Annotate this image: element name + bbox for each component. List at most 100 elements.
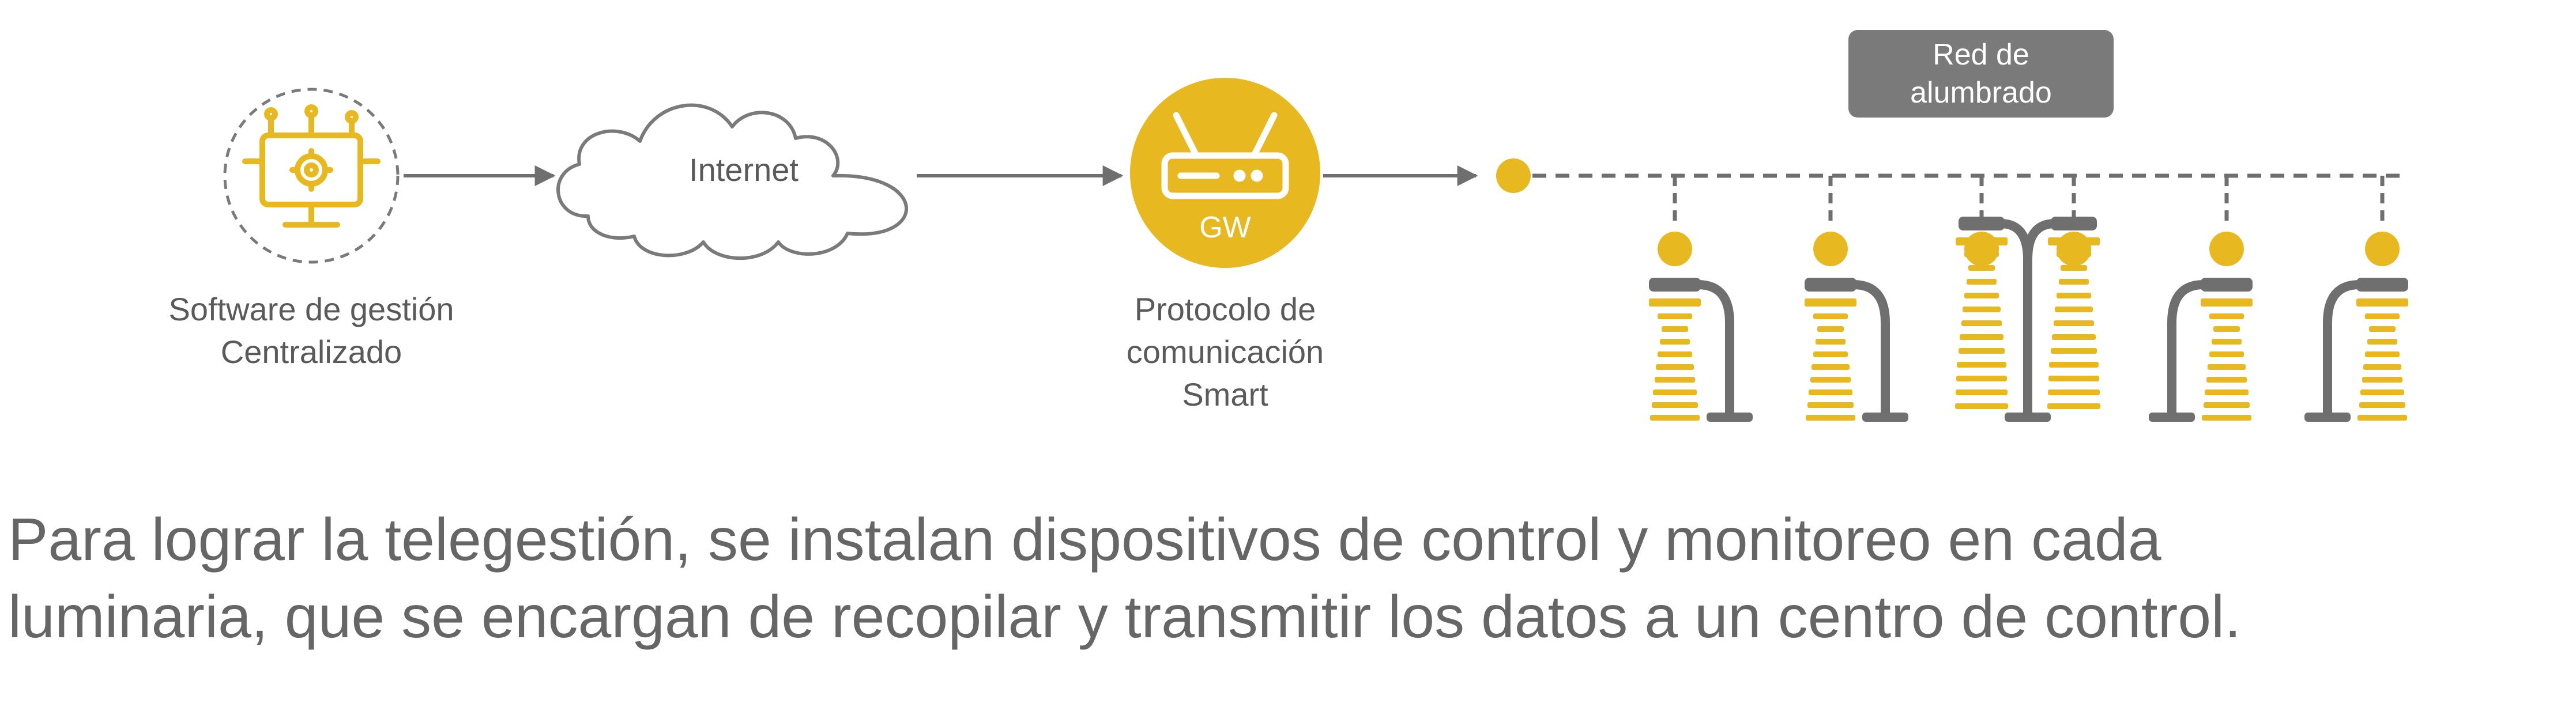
gateway-label: Protocolo de comunicación Smart bbox=[1067, 288, 1384, 416]
caption-line2: luminaria, que se encargan de recopilar … bbox=[8, 584, 2242, 651]
lamp-pole bbox=[1849, 280, 1890, 421]
lamp-light-beam bbox=[1806, 415, 1855, 421]
lamp-head bbox=[1805, 278, 1856, 292]
lamp-light-beam bbox=[2048, 376, 2099, 381]
lamp-light-beam bbox=[2357, 415, 2407, 421]
lamp-light-beam bbox=[1817, 326, 1844, 332]
caption-line1: Para lograr la telegestión, se instalan … bbox=[8, 506, 2161, 573]
lamp-base bbox=[1707, 413, 1753, 422]
gateway-label-line3: Smart bbox=[1182, 376, 1268, 413]
lamp-sensor-dot bbox=[2057, 232, 2091, 266]
lamp-light-beam bbox=[1656, 364, 1694, 370]
lamp-light-beam bbox=[1655, 377, 1695, 383]
lamp-light-beam bbox=[2209, 313, 2244, 319]
street-lamps bbox=[1649, 176, 2408, 422]
lamp-light-beam bbox=[2209, 351, 2244, 357]
router-icon bbox=[1161, 112, 1289, 199]
lamp-light-beam bbox=[1810, 377, 1851, 383]
lamp-light-beam bbox=[2363, 364, 2401, 370]
software-node-dashed-ring bbox=[223, 88, 400, 264]
lamp-pole bbox=[2167, 280, 2208, 421]
lamp-light-beam bbox=[2054, 320, 2094, 326]
gateway-badge-label: GW bbox=[1199, 211, 1251, 244]
lamp-light-beam bbox=[1959, 348, 2005, 354]
lamp-light-beam bbox=[2052, 334, 2096, 340]
lamp-light-beam bbox=[1805, 298, 1856, 307]
lamp-light-beam bbox=[1956, 237, 2008, 245]
lamp-light-beam bbox=[1967, 279, 1997, 285]
lamp-light-beam bbox=[1963, 307, 2001, 312]
lamp-light-beam bbox=[1957, 362, 2006, 368]
lamp-base bbox=[1862, 413, 1908, 422]
internet-label: Internet bbox=[689, 152, 799, 188]
lamp-light-beam bbox=[2367, 339, 2397, 345]
lamp-light-beam bbox=[2204, 402, 2250, 408]
lamp-light-beam bbox=[2201, 298, 2253, 307]
lamp-light-beam bbox=[2369, 326, 2396, 332]
lamp-light-beam bbox=[1653, 389, 1697, 395]
software-node bbox=[223, 88, 400, 264]
gateway-circle bbox=[1130, 78, 1320, 268]
lamp-sensor-dot bbox=[1813, 232, 1848, 266]
lamp-light-beam bbox=[1662, 326, 1688, 332]
lamp-light-beam bbox=[2356, 298, 2408, 307]
lamp-light-beam bbox=[2055, 307, 2093, 312]
lamp-light-beam bbox=[2061, 265, 2087, 271]
lamp-head bbox=[2201, 278, 2253, 292]
lamp-light-beam bbox=[1658, 351, 1692, 357]
lamp-base bbox=[2005, 413, 2051, 422]
lamp-light-beam bbox=[1813, 313, 1848, 319]
lamp-light-beam bbox=[1809, 389, 1852, 395]
network-node-dot bbox=[1496, 158, 1531, 193]
monitor-gear-icon bbox=[242, 104, 381, 228]
lamp-light-beam bbox=[1964, 293, 1999, 298]
lamp-light-beam bbox=[2365, 351, 2400, 357]
software-label: Software de gestión Centralizado bbox=[110, 288, 513, 373]
lamp-base bbox=[2149, 413, 2195, 422]
lamp-light-beam bbox=[2048, 389, 2100, 395]
lamp-light-beam bbox=[2059, 279, 2089, 285]
lamp-light-beam bbox=[1961, 320, 2002, 326]
lamp-head bbox=[1959, 217, 2005, 230]
software-label-line1: Software de gestión bbox=[168, 291, 454, 327]
lamp-light-beam bbox=[1650, 415, 1700, 421]
lamp-head bbox=[1649, 278, 1701, 292]
software-label-line2: Centralizado bbox=[220, 334, 402, 370]
lamp-light-beam bbox=[1649, 298, 1701, 307]
caption-text: Para lograr la telegestión, se instalan … bbox=[8, 501, 2568, 656]
gateway-label-line1: Protocolo de bbox=[1134, 291, 1316, 327]
lamp-base bbox=[2304, 413, 2351, 422]
gateway-label-line2: comunicación bbox=[1126, 334, 1324, 370]
lamp-light-beam bbox=[2213, 326, 2240, 332]
lamp-light-beam bbox=[1813, 351, 1848, 357]
lamp-sensor-dot bbox=[2365, 232, 2400, 266]
lamp-light-beam bbox=[2057, 251, 2091, 257]
lamp-light-beam bbox=[1960, 334, 2003, 340]
lamp-light-beam bbox=[1652, 402, 1698, 408]
lamp-light-beam bbox=[1956, 389, 2008, 395]
lamp-pole bbox=[1693, 280, 1734, 421]
lamp-light-beam bbox=[2057, 293, 2091, 298]
lamp-light-beam bbox=[2359, 402, 2405, 408]
network-badge: Red de alumbrado bbox=[1848, 30, 2114, 118]
lamp-sensor-dot bbox=[1658, 232, 1692, 266]
lamp-sensor-dot bbox=[2209, 232, 2244, 266]
lamp-light-beam bbox=[2212, 339, 2242, 345]
lamp-light-beam bbox=[1660, 339, 1690, 345]
lamp-light-beam bbox=[1812, 364, 1850, 370]
lamp-light-beam bbox=[1968, 265, 1995, 271]
lamp-light-beam bbox=[2206, 377, 2247, 383]
lamp-pole bbox=[2023, 219, 2055, 260]
lamp-light-beam bbox=[2362, 377, 2402, 383]
gateway-node bbox=[1130, 78, 1320, 268]
lamp-head bbox=[2356, 278, 2408, 292]
lamp-light-beam bbox=[1956, 376, 2007, 381]
lamp-light-beam bbox=[2049, 362, 2099, 368]
lamp-light-beam bbox=[1807, 402, 1854, 408]
lamp-light-beam bbox=[1658, 313, 1692, 319]
lamp-light-beam bbox=[2048, 237, 2100, 245]
lamp-head bbox=[2051, 217, 2097, 230]
lamp-light-beam bbox=[2205, 389, 2249, 395]
lamp-light-beam bbox=[1816, 339, 1846, 345]
